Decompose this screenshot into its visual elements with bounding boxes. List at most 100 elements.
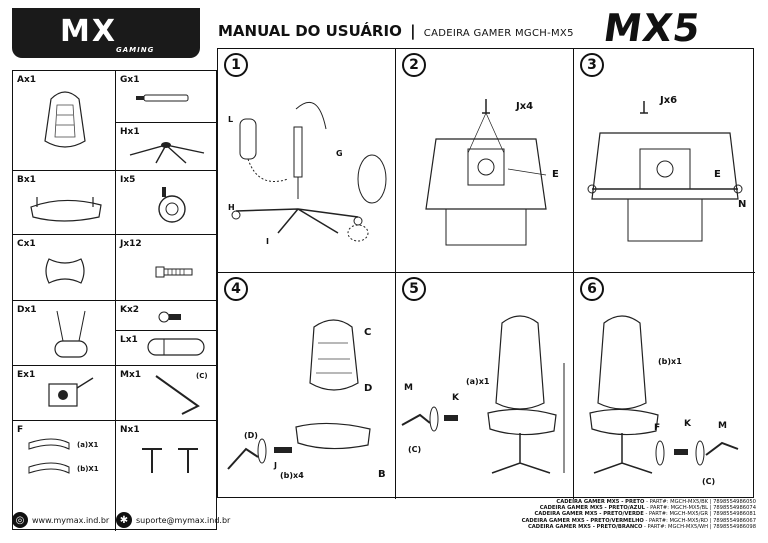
mechanism-illustration (48, 377, 94, 407)
page-title: MANUAL DO USUÁRIO | CADEIRA GAMER MGCH-M… (218, 22, 574, 40)
step-5-callout-ax1: (a)x1 (466, 377, 490, 386)
step-6-callout-bx1: (b)x1 (658, 357, 682, 366)
sku-row: CADEIRA GAMER MX5 - PRETO/BRANCO - PART#… (527, 523, 756, 530)
part-label: F (17, 425, 24, 435)
armrest-legs-illustration (142, 448, 198, 473)
part-label: Hx1 (120, 127, 140, 137)
part-i: Ix5 (116, 171, 218, 235)
backrest-illustration (44, 91, 86, 148)
step-6-callout-f: F (654, 423, 661, 433)
step-number: 3 (580, 53, 604, 77)
step-5-illustration (401, 315, 565, 474)
step-3-illustration (587, 101, 743, 242)
step-6-illustration (589, 315, 739, 474)
washer-bolt-illustration (158, 311, 181, 323)
part-label: Dx1 (17, 305, 37, 315)
part-c: Cx1 (13, 235, 116, 301)
title-separator: | (410, 22, 416, 40)
step-4-illustration (227, 319, 371, 470)
model-brand-mark: MX5 (600, 6, 704, 50)
step-3-callout-n: N (738, 199, 747, 210)
part-a: Ax1 (13, 71, 116, 171)
step-6-callout-c: (C) (702, 477, 716, 486)
part-d: Dx1 (13, 301, 116, 366)
logo-text: MX (60, 14, 117, 49)
step-6-callout-k: K (684, 419, 691, 429)
part-f-b-label: (b)X1 (77, 465, 99, 473)
part-label: Ix5 (120, 175, 136, 185)
part-l: Lx1 (116, 331, 218, 366)
part-label: Lx1 (120, 335, 138, 345)
part-label: Nx1 (120, 425, 140, 435)
website-link[interactable]: ◎ www.mymax.ind.br (12, 512, 109, 528)
manual-subtitle: CADEIRA GAMER MGCH-MX5 (423, 28, 574, 39)
step-4-callout-b: B (378, 469, 386, 480)
part-n: Nx1 (116, 421, 218, 531)
part-label: Bx1 (17, 175, 36, 185)
email-text: suporte@mymax.ind.br (136, 515, 231, 525)
email-link[interactable]: ✱ suporte@mymax.ind.br (116, 512, 230, 528)
part-f: F (a)X1 (b)X1 (13, 421, 116, 531)
head-pillow-illustration (45, 258, 85, 284)
step-number: 1 (224, 53, 248, 77)
step-5-callout-m: M (404, 383, 413, 393)
step-1-callout-h: H (228, 203, 235, 212)
step-number: 4 (224, 277, 248, 301)
step-1-callout-l: L (228, 115, 234, 124)
seat-illustration (30, 197, 102, 222)
part-j: Jx12 (116, 235, 218, 301)
part-k: Kx2 (116, 301, 218, 331)
brackets-illustration (28, 438, 70, 474)
website-text: www.mymax.ind.br (32, 515, 110, 525)
part-label: Jx12 (120, 239, 142, 249)
step-4-callout-d: D (364, 383, 373, 394)
part-label: Cx1 (17, 239, 36, 249)
step-6: 6 (b)x1 F K M (C) (574, 273, 755, 499)
sku-row: CADEIRA GAMER MX5 - PRETO/AZUL - PART#: … (539, 505, 756, 512)
sku-row: CADEIRA GAMER MX5 - PRETO - PART#: MGCH-… (556, 499, 756, 505)
step-number: 6 (580, 277, 604, 301)
step-5-callout-k: K (452, 393, 459, 403)
step-4-callout-d-paren: (D) (244, 431, 258, 440)
step-5: 5 M K (a)x1 (C) (396, 273, 574, 499)
assembly-steps: 1 L G H I 2 Jx4 E (217, 48, 755, 499)
logo-subtext: GAMING (116, 46, 155, 54)
part-h: Hx1 (116, 123, 218, 171)
step-1-illustration (231, 101, 387, 242)
parts-list: Ax1 Gx1 Hx1 Bx1 Ix5 (12, 70, 218, 531)
sku-row: CADEIRA GAMER MX5 - PRETO/VERMELHO - PAR… (521, 517, 756, 524)
step-2: 2 Jx4 E (396, 49, 574, 273)
part-b: Bx1 (13, 171, 116, 235)
sku-row: CADEIRA GAMER MX5 - PRETO/VERDE - PART#:… (534, 511, 756, 518)
part-g: Gx1 (116, 71, 218, 123)
part-label: Ex1 (17, 370, 36, 380)
step-6-callout-m: M (718, 421, 727, 431)
step-3: 3 Jx6 E N (574, 49, 755, 273)
part-label: Gx1 (120, 75, 140, 85)
step-number: 2 (402, 53, 426, 77)
caster-illustration (158, 187, 186, 223)
lumbar-pillow-illustration (54, 310, 88, 358)
gas-lift-illustration (136, 94, 189, 102)
part-label: Kx2 (120, 305, 140, 315)
part-e: Ex1 (13, 366, 116, 421)
manual-title: MANUAL DO USUÁRIO (218, 22, 402, 40)
step-1-callout-g: G (336, 149, 343, 158)
globe-icon: ◎ (12, 512, 28, 528)
part-f-a-label: (a)X1 (77, 441, 99, 449)
bolt-illustration (155, 266, 193, 278)
step-4: 4 C D (D) J (b)x4 B (218, 273, 396, 499)
hex-key-illustration (155, 375, 200, 415)
step-3-callout-jx6: Jx6 (660, 95, 678, 106)
base-illustration (129, 142, 205, 164)
step-1-callout-i: I (266, 237, 269, 246)
step-4-callout-j: J (274, 461, 277, 470)
step-4-callout-c: C (364, 327, 372, 338)
step-5-callout-c: (C) (408, 445, 422, 454)
step-3-callout-e: E (714, 169, 721, 180)
brand-logo: MX GAMING (12, 8, 200, 58)
cover-illustration (147, 338, 205, 356)
step-4-callout-bx4: (b)x4 (280, 471, 304, 480)
step-number: 5 (402, 277, 426, 301)
step-2-callout-e: E (552, 169, 559, 180)
